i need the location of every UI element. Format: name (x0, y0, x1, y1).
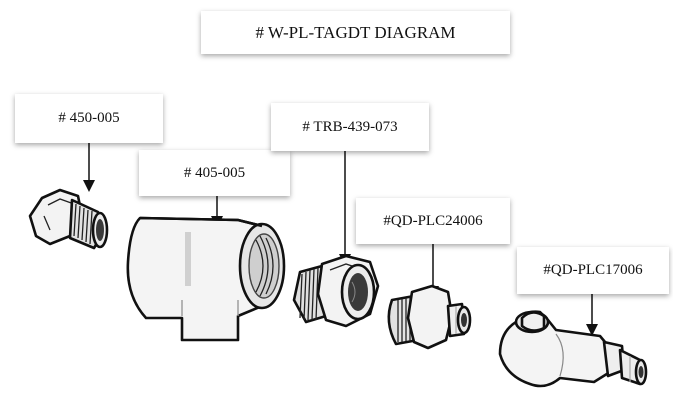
part-label-trb-439-073: # TRB-439-073 (271, 103, 429, 151)
quick-disconnect-elbow-icon (498, 310, 648, 388)
diagram-title: # W-PL-TAGDT DIAGRAM (201, 11, 510, 54)
tee-fitting-icon (126, 216, 286, 342)
part-label-405-005: # 405-005 (139, 150, 290, 196)
part-label-qd-plc24006: #QD-PLC24006 (356, 198, 510, 244)
hex-plug-icon (28, 188, 109, 250)
quick-disconnect-straight-icon (387, 284, 472, 350)
part-label-450-005: # 450-005 (15, 94, 163, 143)
hex-bushing-icon (292, 254, 380, 328)
part-label-qd-plc17006: #QD-PLC17006 (517, 247, 669, 294)
